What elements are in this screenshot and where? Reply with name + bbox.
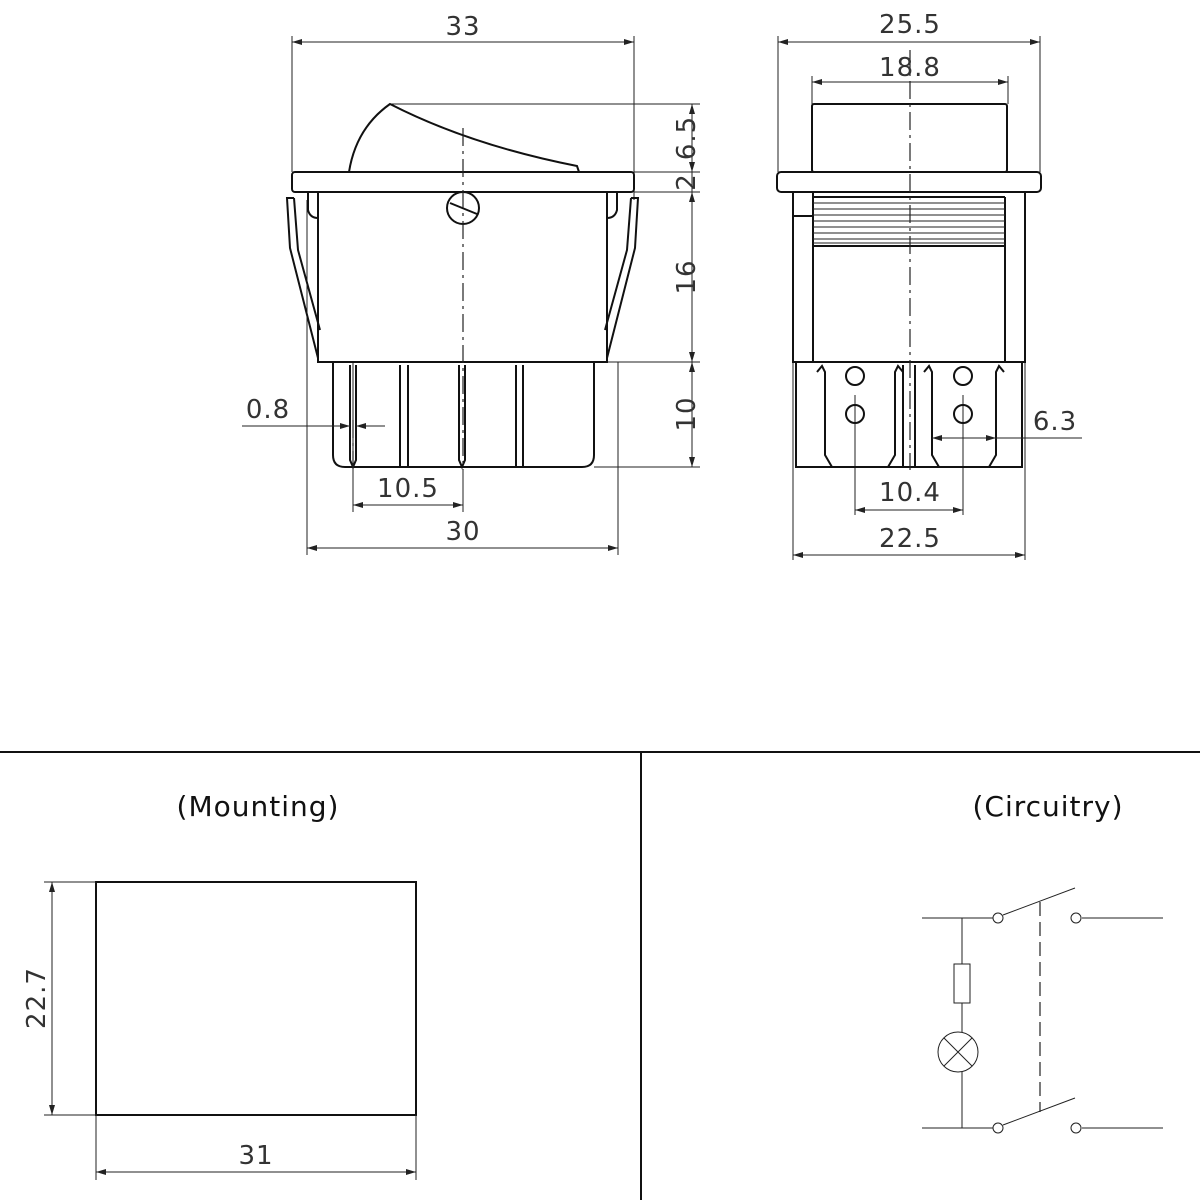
mounting-title: (Mounting) bbox=[177, 790, 340, 823]
dim-bezel-width: 33 bbox=[445, 12, 480, 42]
contact-icon bbox=[1070, 1122, 1082, 1134]
dim-cutout-height: 22.7 bbox=[22, 967, 52, 1029]
mounting-panel: (Mounting) 22.7 31 bbox=[22, 790, 417, 1180]
bezel bbox=[776, 171, 1042, 193]
dim-terminal-width: 6.3 bbox=[1033, 407, 1077, 437]
dim-cap-width: 18.8 bbox=[879, 53, 941, 83]
terminal-left bbox=[816, 364, 904, 468]
left-clip bbox=[285, 197, 321, 359]
panel-divider bbox=[0, 751, 1200, 1200]
dim-terminal-pitch: 10.4 bbox=[879, 478, 941, 508]
dim-body-width: 30 bbox=[445, 517, 480, 547]
front-view: 6.5 2 16 10 33 0.8 10.5 30 bbox=[242, 12, 702, 555]
dim-bezel-width: 25.5 bbox=[879, 10, 941, 40]
contact-icon bbox=[992, 912, 1004, 924]
dim-cutout-width: 31 bbox=[238, 1141, 273, 1171]
dim-pin-pitch: 10.5 bbox=[377, 474, 439, 504]
side-view: 25.5 18.8 6.3 10.4 22.5 bbox=[776, 10, 1082, 560]
housing bbox=[792, 191, 1026, 363]
circuitry-panel: (Circuitry) bbox=[922, 790, 1163, 1134]
terminal-block bbox=[795, 361, 1023, 468]
contact-icon bbox=[1070, 912, 1082, 924]
rocker bbox=[348, 102, 580, 173]
dim-body-width: 22.5 bbox=[879, 524, 941, 554]
circuitry-title: (Circuitry) bbox=[972, 790, 1123, 823]
contact-icon bbox=[992, 1122, 1004, 1134]
terminal-right bbox=[923, 364, 1005, 468]
dim-bezel-height: 2 bbox=[672, 173, 702, 191]
terminal-block bbox=[332, 362, 595, 468]
dim-pin-thickness: 0.8 bbox=[246, 395, 290, 425]
lamp-icon bbox=[937, 1031, 979, 1073]
right-clip bbox=[604, 197, 640, 359]
dim-rocker-height: 6.5 bbox=[672, 116, 702, 160]
dim-terminal-height: 10 bbox=[672, 396, 702, 431]
resistor-icon bbox=[953, 963, 971, 1004]
panel-cutout bbox=[95, 881, 417, 1116]
dim-body-height: 16 bbox=[672, 259, 702, 294]
